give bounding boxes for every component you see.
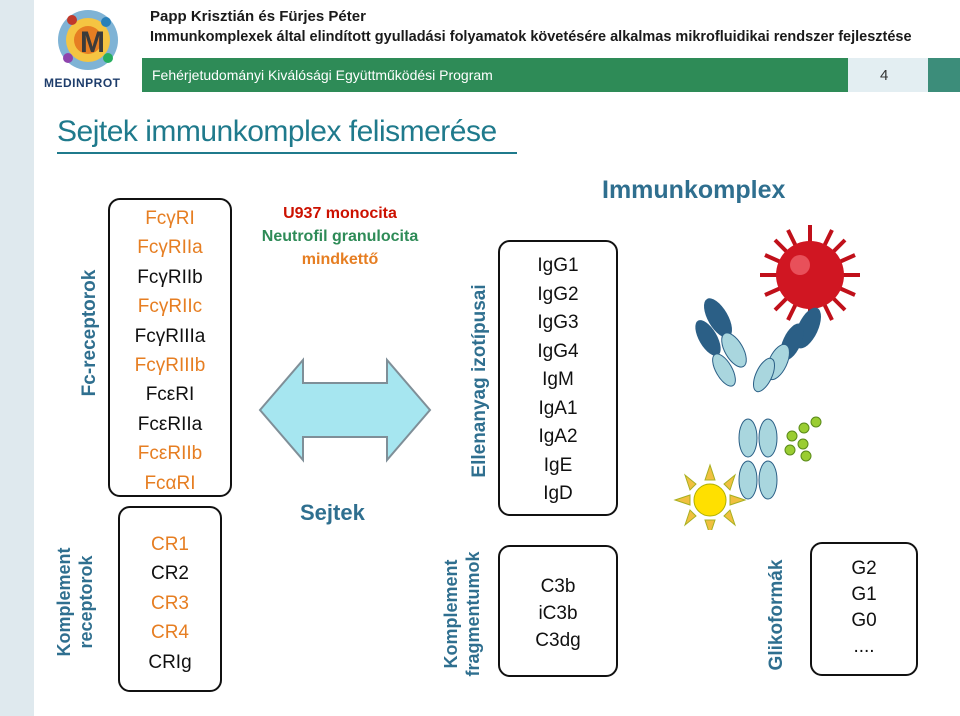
- fc-receptor-item: FcγRIIc: [137, 296, 203, 318]
- logo-text: MEDINPROT: [44, 76, 121, 90]
- complement-fragment-item: C3b: [540, 576, 576, 597]
- fc-receptor-item: FcγRI: [145, 208, 195, 229]
- komplement-receptorok-label: Komplement receptorok: [53, 522, 97, 682]
- program-bar: [142, 58, 848, 92]
- glycoform-item: G1: [851, 584, 877, 605]
- cell-u937: U937 monocita: [283, 205, 397, 222]
- cell-neutrofil: Neutrofil granulocita: [261, 228, 419, 245]
- immunkomplex-title: Immunkomplex: [602, 176, 786, 204]
- isotype-item: IgM: [542, 369, 574, 390]
- subtitle: Immunkomplexek által elindított gyulladá…: [150, 29, 912, 45]
- fc-receptor-item: FcεRIIa: [137, 413, 203, 435]
- glikoformak-label: Glikoformák: [766, 559, 787, 671]
- page-box: [848, 58, 928, 92]
- author: Papp Krisztián és Fürjes Péter: [150, 8, 366, 25]
- complement-receptor-item: CR3: [150, 592, 189, 614]
- fc-receptorok-label: Fc-receptorok: [79, 269, 100, 397]
- komplement-receptorok-line2: receptorok: [76, 555, 96, 649]
- slide-title: Sejtek immunkomplex felismerése: [57, 115, 497, 148]
- header-edge: [928, 58, 960, 92]
- virus-icon: [760, 225, 860, 325]
- isotype-item: IgA2: [538, 426, 578, 447]
- logo-letter: M: [80, 26, 105, 59]
- fc-receptor-item: FcγRIIb: [137, 266, 203, 288]
- page-number: 4: [880, 67, 889, 84]
- isotype-item: IgG2: [537, 283, 579, 305]
- complement-fragment-item: C3dg: [535, 630, 581, 651]
- glycoform-item: ....: [853, 636, 875, 657]
- isotype-item: IgG4: [537, 340, 579, 362]
- left-stripe: [0, 0, 34, 716]
- fc-receptor-item: FcεRI: [145, 384, 195, 406]
- complement-receptor-item: CR1: [150, 534, 189, 555]
- fc-receptor-item: FcγRIIa: [137, 237, 203, 259]
- isotype-item: IgG3: [537, 312, 579, 333]
- medinprot-logo-icon: [58, 10, 118, 70]
- isotype-item: IgG1: [537, 255, 579, 276]
- title-underline: [57, 152, 517, 154]
- fc-receptor-item: FcγRIIIb: [134, 355, 206, 377]
- cell-mindketto: mindkettő: [301, 251, 379, 268]
- complement-receptor-item: CRIg: [148, 651, 192, 673]
- glycoform-item: G0: [851, 610, 877, 631]
- isotype-item: IgD: [543, 483, 573, 504]
- ellenanyag-label: Ellenanyag izotípusai: [469, 284, 490, 478]
- double-arrow-icon: [258, 357, 432, 463]
- glycoform-item: G2: [851, 558, 877, 579]
- sejtek-label: Sejtek: [300, 500, 365, 525]
- fc-receptor-item: FcεRIIb: [137, 443, 203, 465]
- komplement-fragmentumok-line2: fragmentumok: [463, 551, 483, 677]
- immune-complex-illustration: [673, 225, 860, 530]
- antigen-sun-icon: [673, 463, 747, 530]
- program-name: Fehérjetudományi Kiválósági Együttműködé…: [152, 67, 493, 83]
- komplement-receptorok-line1: Komplement: [54, 547, 74, 657]
- fc-receptor-item: FcγRIIIa: [134, 325, 206, 347]
- complement-fragment-item: iC3b: [538, 603, 578, 624]
- antibody-icon: [695, 298, 821, 500]
- logo: M MEDINPROT: [34, 0, 142, 96]
- complement-receptor-item: CR2: [150, 563, 189, 585]
- top-band: [142, 0, 960, 56]
- glycan-dots-icon: [784, 416, 822, 462]
- komplement-fragmentumok-line1: Komplement: [441, 559, 461, 669]
- fc-receptor-item: FcαRI: [144, 472, 196, 494]
- isotype-item: IgE: [543, 454, 573, 476]
- isotype-item: IgA1: [538, 397, 578, 419]
- complement-receptor-item: CR4: [150, 622, 189, 644]
- komplement-fragmentumok-label: Komplement fragmentumok: [440, 539, 484, 689]
